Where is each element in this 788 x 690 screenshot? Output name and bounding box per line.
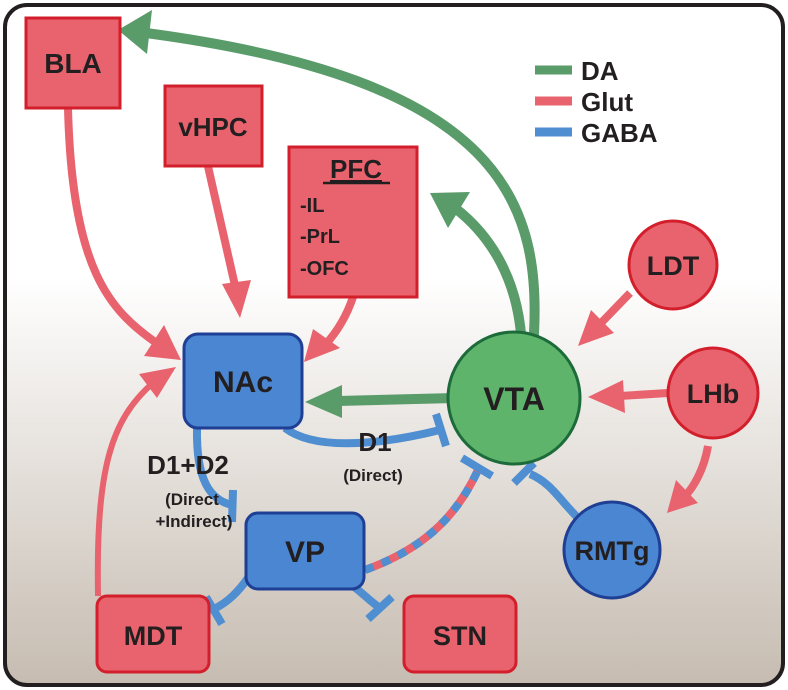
legend-item-glut: Glut [535, 87, 633, 117]
glut-projection-vhpc-to-nac [203, 161, 240, 291]
node-vta-label: VTA [483, 381, 545, 417]
node-bla: BLA [24, 16, 122, 110]
inhibitory-bar [365, 594, 395, 622]
mixed-projection-vp-to-vta-gaba-dash [363, 468, 482, 574]
arrowhead [588, 380, 625, 413]
arrowhead [305, 385, 342, 418]
pathway-label-d1d2-sub2: +Indirect) [156, 512, 233, 531]
node-stn: STN [402, 594, 518, 674]
pathway-label-d1d2: D1+D2 [147, 450, 229, 480]
node-vta: VTA [446, 330, 582, 466]
node-pfc-item: -IL [300, 195, 324, 217]
node-mdt: MDT [95, 594, 211, 674]
gaba-projection-nac-to-vp-d1d2 [192, 427, 234, 509]
pathway-label-d1-sub: (Direct) [343, 466, 403, 485]
node-pfc-title: PFC [330, 154, 382, 184]
glut-projection-lhb-to-vta [619, 389, 669, 400]
pathway-label-d1d2-sub1: (Direct [165, 490, 219, 509]
glut-projection-mdt-to-nac [94, 379, 156, 597]
arrowhead [222, 280, 251, 318]
node-rmtg-label: RMTg [575, 536, 650, 566]
connections [64, 10, 712, 627]
inhibitory-bar [228, 489, 237, 523]
node-mdt-label: MDT [124, 621, 183, 651]
arrowhead [144, 325, 181, 360]
arrowhead [578, 310, 614, 346]
node-bla-label: BLA [44, 48, 102, 79]
pathway-label-d1: D1 [358, 427, 391, 457]
legend-label-gaba: GABA [581, 118, 658, 148]
gaba-projection-nac-to-vta-d1 [282, 424, 441, 448]
node-ldt-label: LDT [647, 251, 700, 281]
arrowhead [118, 10, 152, 54]
arrowhead [304, 329, 340, 362]
da-projection-vta-to-pfc [451, 204, 527, 351]
node-lhb: LHb [666, 346, 760, 440]
legend-item-da: DA [535, 56, 619, 86]
arrowhead [139, 367, 176, 398]
node-pfc-item: -PrL [300, 226, 340, 248]
node-vp: VP [244, 511, 366, 591]
node-pfc: PFC -IL -PrL -OFC [287, 145, 419, 299]
node-vhpc-label: vHPC [178, 112, 248, 142]
legend-item-gaba: GABA [535, 118, 658, 148]
inhibitory-bar [432, 412, 450, 448]
node-lhb-label: LHb [687, 379, 739, 409]
node-vhpc: vHPC [163, 84, 264, 168]
node-pfc-item: -OFC [300, 258, 349, 280]
da-projection-vta-to-bla [145, 28, 540, 349]
legend-label-glut: Glut [581, 87, 633, 117]
legend-label-da: DA [581, 56, 619, 86]
node-stn-label: STN [433, 621, 487, 651]
inhibitory-bar [511, 460, 537, 486]
node-ldt: LDT [627, 219, 719, 311]
inhibitory-bar [459, 454, 495, 480]
legend: DA Glut GABA [535, 56, 658, 148]
diagram-frame [3, 3, 785, 687]
arrowhead [430, 192, 470, 228]
da-projection-vta-to-nac [337, 393, 456, 406]
gaba-projection-rmtg-to-vta [528, 470, 581, 521]
arrowhead [667, 480, 698, 513]
node-nac-label: NAc [213, 366, 273, 399]
node-nac: NAc [182, 332, 304, 430]
glut-projection-bla-to-nac [64, 107, 158, 346]
node-vp-label: VP [285, 536, 325, 569]
node-rmtg: RMTg [562, 500, 662, 600]
glut-projection-ldt-to-vta [599, 290, 633, 325]
